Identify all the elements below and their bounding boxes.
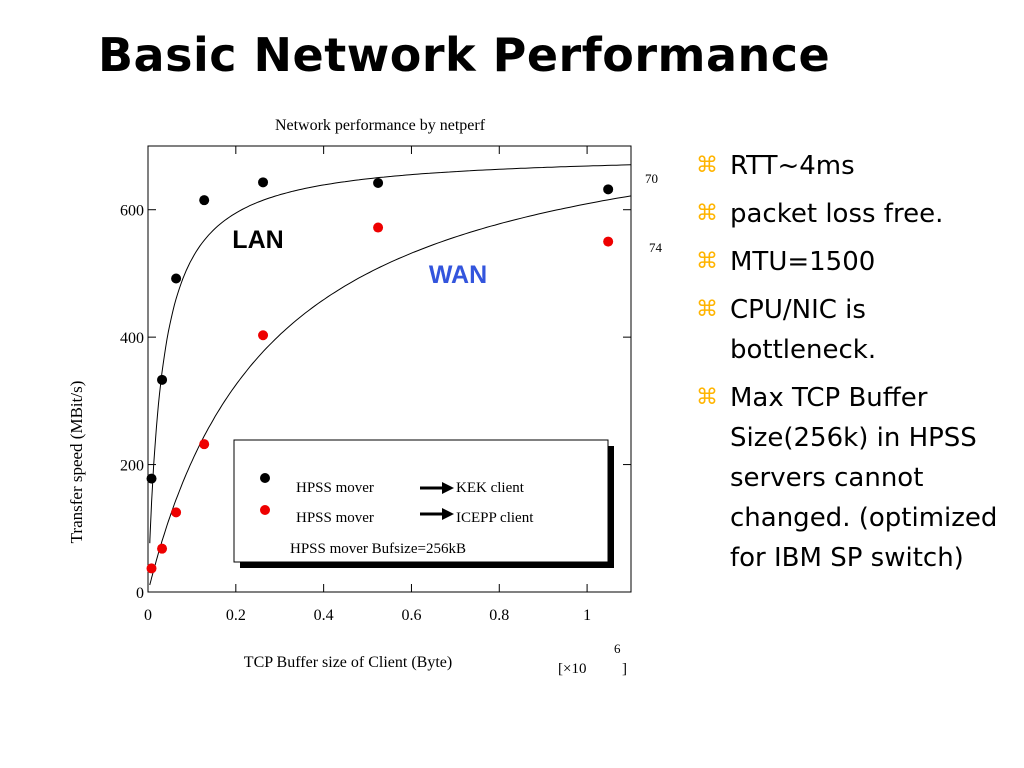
bullet-item: ⌘ CPU/NIC is bottleneck.	[696, 290, 1006, 370]
bullet-item: ⌘ MTU=1500	[696, 242, 1006, 282]
fit-curve-wan	[149, 195, 632, 586]
x-multiplier-close: ]	[622, 661, 627, 677]
curve-label-wan: WAN	[429, 261, 487, 289]
x-tick-label: 0	[144, 607, 152, 624]
x-multiplier-exponent: 6	[614, 641, 621, 656]
x-tick-label: 0.4	[314, 607, 334, 624]
plot-frame	[147, 145, 632, 593]
data-points	[146, 177, 614, 574]
data-point-kek	[373, 177, 384, 188]
x-tick-label: 0.6	[401, 607, 421, 624]
bullet-icon: ⌘	[696, 249, 718, 274]
curve-label-lan: LAN	[232, 226, 283, 254]
legend: HPSS mover KEK client HPSS mover ICEPP c…	[233, 439, 614, 568]
y-tick-label: 200	[120, 458, 144, 475]
fit-curve-lan	[149, 164, 632, 544]
bullet-item: ⌘ packet loss free.	[696, 194, 1006, 234]
bullet-icon: ⌘	[696, 297, 718, 322]
bullet-text: packet loss free.	[730, 199, 944, 229]
x-axis-label: TCP Buffer size of Client (Byte)	[244, 654, 452, 671]
bullet-icon: ⌘	[696, 385, 718, 410]
data-point-icepp	[146, 563, 157, 574]
legend-note: HPSS mover Bufsize=256kB	[290, 541, 466, 557]
x-multiplier-label: [×10	[558, 661, 586, 677]
data-point-icepp	[171, 507, 182, 518]
data-point-icepp	[373, 222, 384, 233]
bullet-text: MTU=1500	[730, 247, 876, 277]
x-tick-label: 0.8	[489, 607, 509, 624]
slide-title: Basic Network Performance	[98, 28, 831, 82]
legend-arrowhead-icepp	[442, 508, 454, 520]
bullet-list: ⌘ RTT~4ms ⌘ packet loss free. ⌘ MTU=1500 ⌘ C…	[696, 146, 1006, 586]
legend-source-icepp: HPSS mover	[296, 510, 374, 526]
bullet-text: CPU/NIC is bottleneck.	[730, 295, 877, 365]
legend-source-kek: HPSS mover	[296, 480, 374, 496]
y-tick-label: 400	[120, 330, 144, 347]
data-point-kek	[171, 273, 182, 284]
edge-label-wan: 74	[649, 240, 663, 255]
chart-title: Network performance by netperf	[275, 117, 486, 134]
data-point-icepp	[603, 236, 614, 247]
data-point-icepp	[157, 543, 168, 554]
tick-layer: 0 0.2 0.4 0.6 0.8 1 0 200 400 600	[120, 146, 631, 624]
data-point-icepp	[258, 330, 269, 341]
legend-marker-kek	[260, 473, 270, 483]
data-point-kek	[146, 473, 157, 484]
edge-label-lan: 70	[645, 171, 658, 186]
legend-target-icepp: ICEPP client	[456, 510, 534, 526]
data-point-kek	[603, 184, 614, 195]
bullet-icon: ⌘	[696, 201, 718, 226]
data-point-kek	[258, 177, 269, 188]
data-point-kek	[157, 374, 168, 385]
x-tick-label: 1	[583, 607, 591, 624]
bullet-item: ⌘ RTT~4ms	[696, 146, 1006, 186]
y-tick-label: 0	[136, 585, 144, 602]
bullet-item: ⌘ Max TCP Buffer Size(256k) in HPSS serve…	[696, 378, 1006, 578]
x-tick-label: 0.2	[226, 607, 246, 624]
legend-marker-icepp	[260, 505, 270, 515]
legend-target-kek: KEK client	[456, 480, 525, 496]
legend-box	[233, 439, 609, 563]
y-axis-label: Transfer speed (MBit/s)	[67, 381, 86, 544]
bullet-text: Max TCP Buffer Size(256k) in HPSS server…	[730, 383, 998, 573]
data-point-icepp	[199, 439, 210, 450]
bullet-icon: ⌘	[696, 153, 718, 178]
bullet-text: RTT~4ms	[730, 151, 855, 181]
legend-arrowhead-kek	[442, 482, 454, 494]
y-tick-label: 600	[120, 203, 144, 220]
data-point-kek	[199, 195, 210, 206]
fit-curves	[149, 164, 632, 586]
